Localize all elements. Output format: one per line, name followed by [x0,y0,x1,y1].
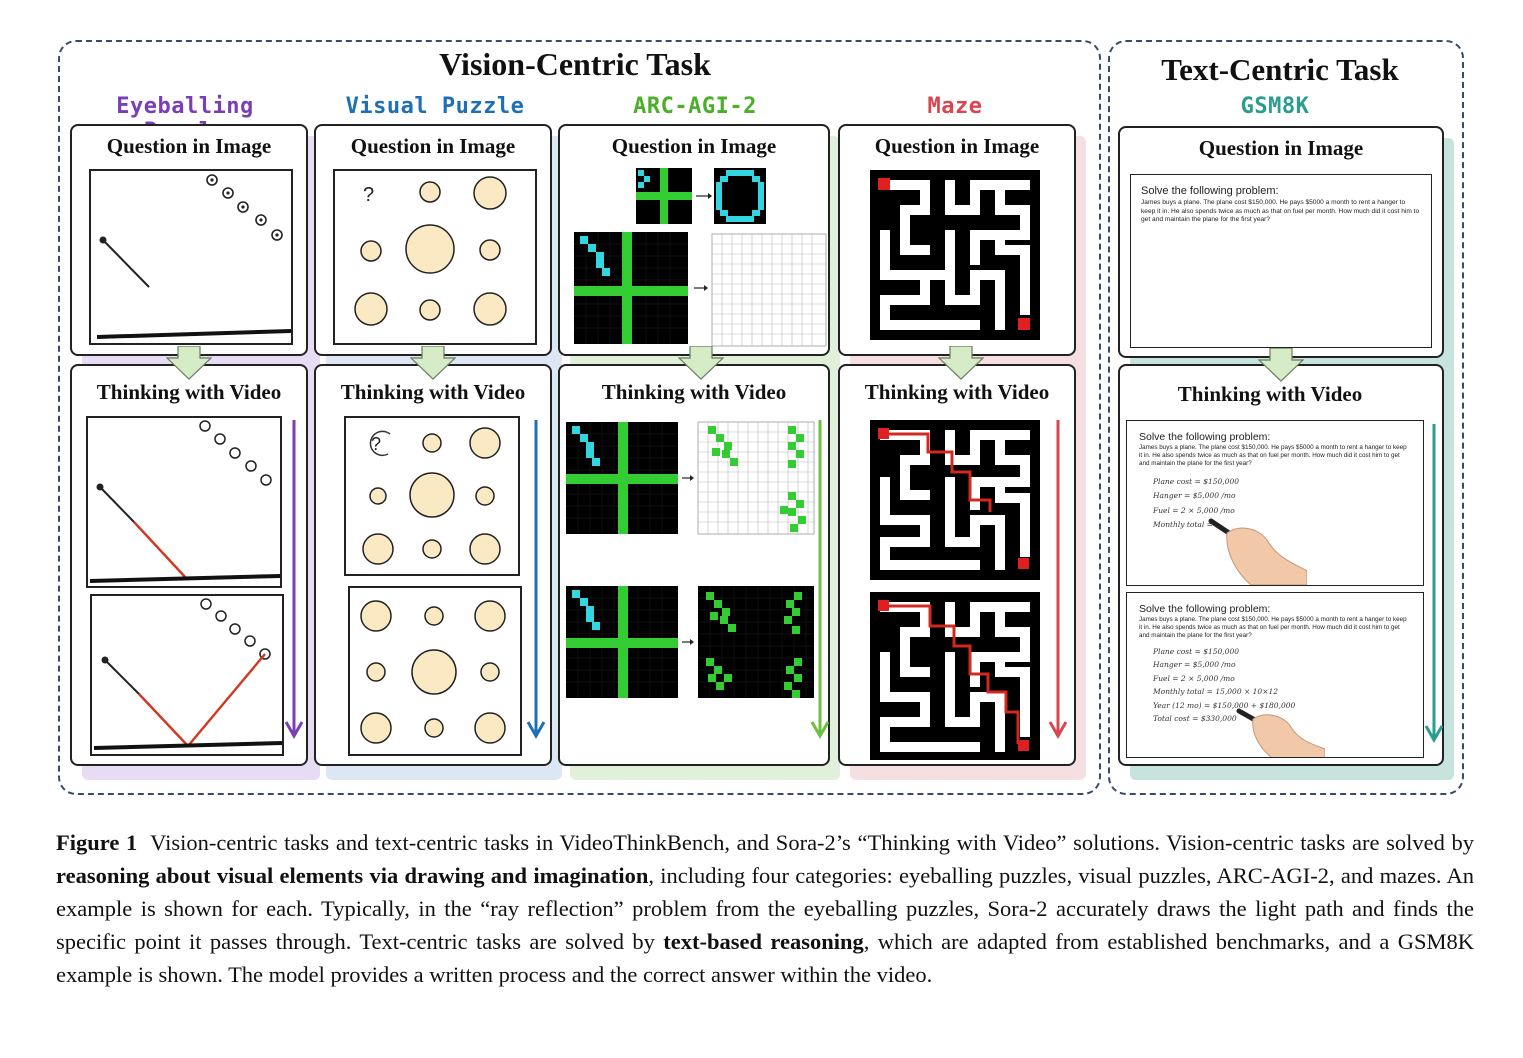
maze-thinking-card: Thinking with Video [838,364,1076,766]
solution-step: Hanger = $5,000 /mo [1153,491,1236,501]
text-centric-group [1108,40,1464,795]
visual-thinking-card: Thinking with Video ? [314,364,552,766]
caption-text: , which are adapted from established ben… [56,929,1474,987]
gsm8k-question-image: Solve the following problem: James buys … [1130,174,1432,348]
text-centric-title: Text-Centric Task [1161,52,1399,87]
gsm8k-problem: James buys a plane. The plane cost $150,… [1139,616,1407,640]
ray-reflection-frame-2 [90,594,284,756]
question-mark: ? [363,184,374,206]
visual-progress-arrow [526,420,546,740]
arc-thinking-card: Thinking with Video [558,364,830,766]
question-card-title: Question in Image [874,134,1040,158]
arc-frame-1 [566,421,815,535]
arc-progress-arrow [810,420,830,740]
caption-text: , including four categories: eyeballing … [56,863,1475,954]
maze-progress-arrow [1048,420,1068,740]
solution-step: Plane cost = $150,000 [1153,476,1239,486]
writing-hand-icon [1208,518,1307,585]
eyeballing-question-card: Question in Image [70,124,308,356]
solution-step: Fuel = 2 × 5,000 /mo [1153,673,1235,683]
vision-centric-title: Vision-Centric Task [439,46,711,82]
gsm8k-problem: James buys a plane. The plane cost $150,… [1141,199,1420,224]
gsm8k-progress-arrow [1424,424,1444,744]
category-maze: Maze [927,94,983,119]
question-card-title: Question in Image [106,134,272,158]
question-card-title: Question in Image [611,134,777,158]
question-card-title: Question in Image [1198,136,1364,160]
maze-question-image [870,170,1040,340]
gsm8k-question-card: Question in Image Solve the following pr… [1118,126,1444,358]
gsm8k-frame-2: Solve the following problem: James buys … [1126,592,1424,758]
gsm8k-frame-1: Solve the following problem: James buys … [1126,420,1424,586]
visual-question-card: Question in Image ? [314,124,552,356]
category-gsm8k: GSM8K [1240,94,1310,119]
caption-text: Vision-centric tasks and text-centric ta… [150,830,1475,855]
circle-size-question-image: ? [333,169,537,345]
transition-arrow-icon [1258,348,1304,382]
question-card-title: Question in Image [350,134,516,158]
vision-centric-group [58,40,1101,795]
transition-arrow-icon [410,346,456,380]
solution-step: Total cost = $330,000 [1153,714,1237,724]
eyeballing-progress-arrow [284,420,304,740]
eyeballing-thinking-card: Thinking with Video [70,364,308,766]
circle-size-frame-2 [348,586,522,756]
thinking-card-title: Thinking with Video [601,380,787,404]
arc-test-input [574,232,827,347]
gsm8k-problem: James buys a plane. The plane cost $150,… [1139,444,1407,468]
gsm8k-heading: Solve the following problem: [1141,185,1279,197]
transition-arrow-icon [938,346,984,380]
maze-frame-1 [870,420,1040,580]
arc-frame-2 [566,586,814,698]
gsm8k-heading: Solve the following problem: [1139,431,1271,443]
category-visual-puzzle: Visual Puzzle [345,94,525,119]
figure-caption: Figure 1 Vision-centric tasks and text-c… [56,826,1474,991]
caption-emphasis: text-based reasoning [663,929,864,954]
ray-reflection-question-image [89,169,293,345]
arc-example-pair [636,168,766,224]
question-mark: ? [371,434,381,454]
solution-step: Hanger = $5,000 /mo [1153,660,1236,670]
gsm8k-thinking-card: Thinking with Video Solve the following … [1118,364,1444,766]
category-arc-agi-2: ARC-AGI-2 [633,94,757,119]
arc-question-card: Question in Image [558,124,830,356]
solution-step: Monthly total = 15,000 × 10×12 [1153,687,1279,697]
transition-arrow-icon [166,346,212,380]
solution-step: Plane cost = $150,000 [1153,646,1239,656]
ray-reflection-frame-1 [86,416,282,588]
transition-arrow-icon [678,346,724,380]
writing-hand-icon [1236,708,1325,757]
circle-size-frame-1: ? [344,416,520,576]
maze-frame-2 [870,592,1040,760]
thinking-card-title: Thinking with Video [96,380,282,404]
solution-step: Year (12 mo) = $150,000 + $180,000 [1153,700,1296,710]
caption-emphasis: reasoning about visual elements via draw… [56,863,649,888]
thinking-card-title: Thinking with Video [1177,382,1363,406]
solution-step: Fuel = 2 × 5,000 /mo [1153,505,1235,515]
figure-label: Figure 1 [56,830,138,855]
solution-step: Monthly total = [1153,520,1213,530]
thinking-card-title: Thinking with Video [340,380,526,404]
maze-question-card: Question in Image [838,124,1076,356]
gsm8k-heading: Solve the following problem: [1139,603,1271,615]
thinking-card-title: Thinking with Video [864,380,1050,404]
